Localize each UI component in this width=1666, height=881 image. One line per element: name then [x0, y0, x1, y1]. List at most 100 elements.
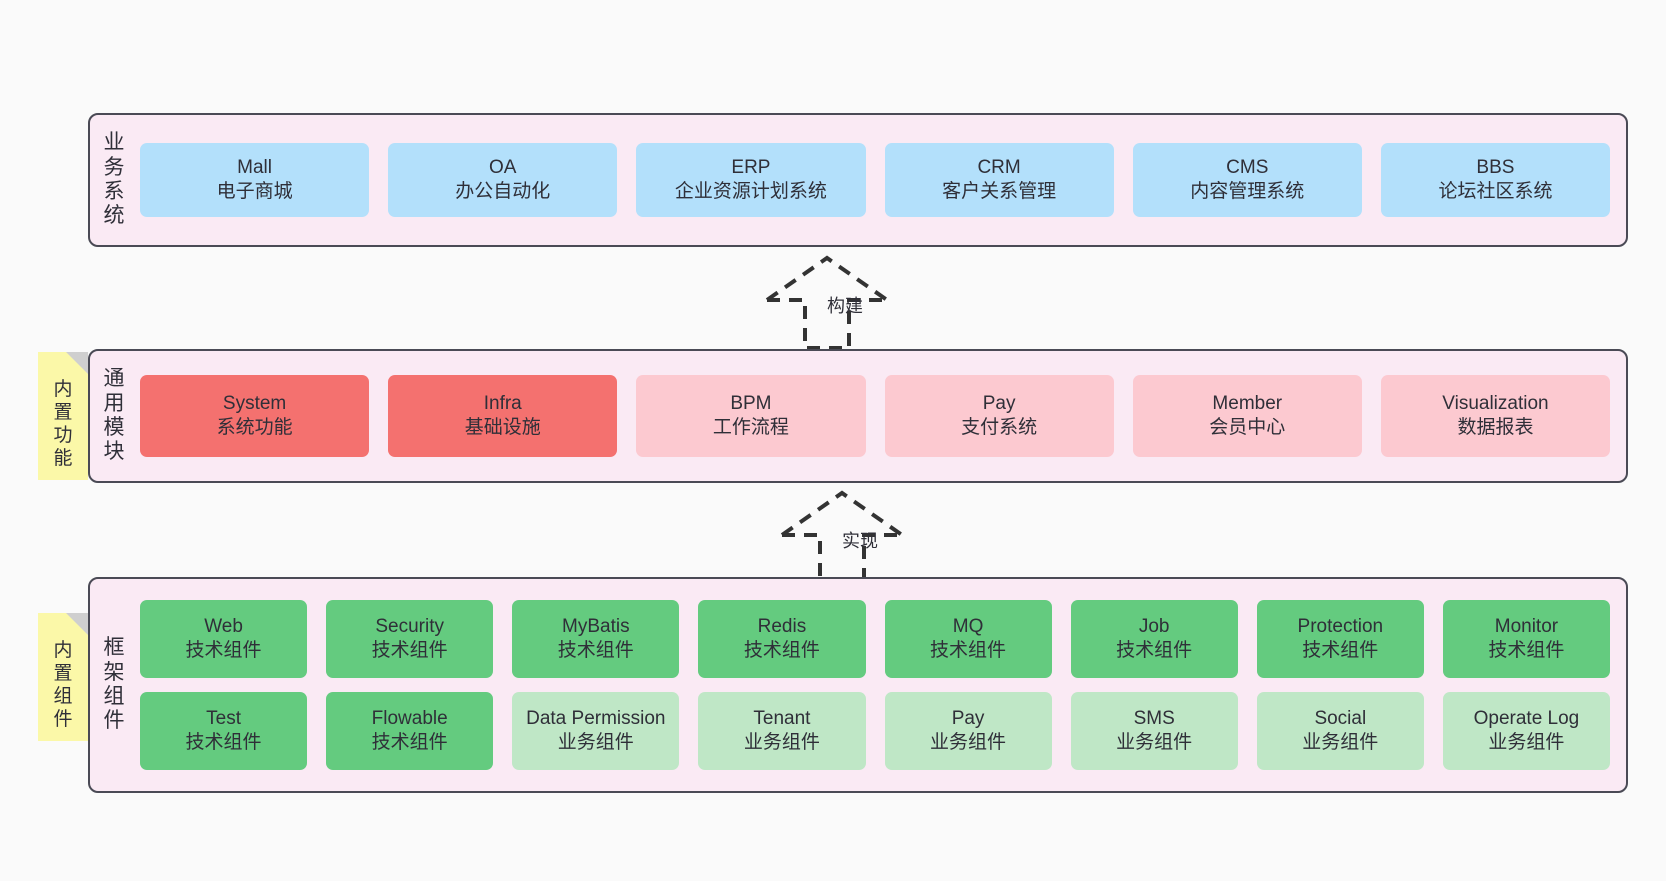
node-crm[interactable]: CRM 客户关系管理: [884, 143, 1114, 217]
node-oa[interactable]: OA 办公自动化: [388, 143, 618, 217]
layer-title-char: 模: [103, 416, 125, 439]
node-subtitle: 内容管理系统: [1190, 181, 1305, 202]
node-subtitle: 支付系统: [961, 417, 1038, 438]
node-infra[interactable]: Infra 基础设施: [388, 375, 618, 457]
sticky-note-builtin-component: 内 置 组 件: [38, 613, 88, 741]
sticky-note-char: 内: [53, 640, 73, 662]
node-title: MyBatis: [562, 615, 630, 637]
node-test[interactable]: Test 技术组件: [140, 692, 308, 770]
node-title: Redis: [757, 615, 807, 637]
node-subtitle: 系统功能: [216, 417, 293, 438]
node-cms[interactable]: CMS 内容管理系统: [1132, 143, 1362, 217]
node-protection[interactable]: Protection 技术组件: [1256, 600, 1424, 678]
node-subtitle: 业务组件: [930, 732, 1007, 753]
node-flowable[interactable]: Flowable 技术组件: [326, 692, 494, 770]
layer-body-framework-components: Web 技术组件 Security 技术组件 MyBatis 技术组件 Redi…: [132, 587, 1616, 783]
node-subtitle: 会员中心: [1209, 417, 1286, 438]
node-title: Security: [375, 615, 444, 637]
node-title: CRM: [977, 156, 1021, 178]
node-title: BBS: [1476, 156, 1515, 178]
node-social[interactable]: Social 业务组件: [1256, 692, 1424, 770]
node-subtitle: 技术组件: [185, 732, 262, 753]
sticky-note-builtin-function: 内 置 功 能: [38, 352, 88, 480]
node-title: Monitor: [1494, 615, 1559, 637]
node-tenant[interactable]: Tenant 业务组件: [698, 692, 866, 770]
node-title: Web: [204, 615, 243, 637]
layer-row: Web 技术组件 Security 技术组件 MyBatis 技术组件 Redi…: [140, 600, 1610, 678]
connector-label-implement: 实现: [842, 531, 878, 551]
node-subtitle: 业务组件: [1488, 732, 1565, 753]
sticky-note-char: 置: [53, 663, 73, 685]
layer-common-modules: 通 用 模 块 System 系统功能 Infra 基础设施 BPM 工作流程: [88, 349, 1628, 483]
sticky-note-char: 组: [53, 686, 73, 707]
node-title: Operate Log: [1473, 707, 1580, 729]
node-visualization[interactable]: Visualization 数据报表: [1380, 375, 1611, 457]
layer-title-common-modules: 通 用 模 块: [96, 359, 132, 473]
node-title: Test: [206, 707, 241, 729]
node-subtitle: 技术组件: [930, 640, 1007, 661]
node-subtitle: 工作流程: [712, 417, 789, 438]
node-redis[interactable]: Redis 技术组件: [698, 600, 866, 678]
sticky-note-char: 能: [53, 447, 73, 469]
layer-title-char: 组: [103, 685, 125, 708]
layer-title-char: 块: [103, 440, 125, 464]
layer-row: Test 技术组件 Flowable 技术组件 Data Permission …: [140, 692, 1610, 770]
node-member[interactable]: Member 会员中心: [1132, 375, 1362, 457]
layer-title-business-system: 业 务 系 统: [96, 123, 132, 237]
dashed-hollow-arrow-up-icon: [765, 255, 889, 350]
connector-build: 构建: [745, 252, 935, 350]
node-bpm[interactable]: BPM 工作流程: [636, 375, 866, 457]
node-subtitle: 基础设施: [464, 417, 541, 438]
node-subtitle: 业务组件: [1302, 732, 1379, 753]
layer-title-char: 业: [103, 131, 125, 155]
layer-business-system: 业 务 系 统 Mall 电子商城 OA 办公自动化 ERP 企业资源计划系统: [88, 113, 1628, 247]
node-subtitle: 业务组件: [557, 732, 634, 753]
node-web[interactable]: Web 技术组件: [140, 600, 308, 678]
node-title: BPM: [730, 392, 772, 414]
node-subtitle: 数据报表: [1457, 417, 1534, 438]
layer-title-char: 框: [103, 636, 125, 660]
node-subtitle: 技术组件: [557, 640, 634, 661]
node-data-permission[interactable]: Data Permission 业务组件: [512, 692, 680, 770]
node-mall[interactable]: Mall 电子商城: [140, 143, 370, 217]
layer-title-char: 件: [103, 709, 125, 733]
node-title: Mall: [237, 156, 272, 178]
node-monitor[interactable]: Monitor 技术组件: [1442, 600, 1610, 678]
node-erp[interactable]: ERP 企业资源计划系统: [636, 143, 866, 217]
layer-row: Mall 电子商城 OA 办公自动化 ERP 企业资源计划系统 CRM 客户关系…: [140, 143, 1611, 217]
layer-body-common-modules: System 系统功能 Infra 基础设施 BPM 工作流程 Pay 支付系统…: [132, 359, 1616, 473]
node-mybatis[interactable]: MyBatis 技术组件: [512, 600, 680, 678]
node-mq[interactable]: MQ 技术组件: [884, 600, 1052, 678]
node-title: Pay: [951, 707, 985, 729]
sticky-note-char: 件: [53, 708, 73, 730]
node-title: Tenant: [753, 707, 811, 729]
node-subtitle: 客户关系管理: [942, 181, 1057, 202]
node-title: Protection: [1297, 615, 1384, 637]
node-title: Data Permission: [526, 707, 666, 729]
connector-implement: 实现: [760, 487, 950, 585]
node-subtitle: 技术组件: [185, 640, 262, 661]
node-title: Member: [1212, 392, 1283, 414]
layer-title-char: 通: [103, 367, 125, 391]
node-operate-log[interactable]: Operate Log 业务组件: [1442, 692, 1610, 770]
node-subtitle: 技术组件: [1488, 640, 1565, 661]
node-pay-component[interactable]: Pay 业务组件: [884, 692, 1052, 770]
node-title: Pay: [982, 392, 1016, 414]
node-subtitle: 电子商城: [216, 181, 293, 202]
node-subtitle: 办公自动化: [455, 181, 551, 202]
node-pay[interactable]: Pay 支付系统: [884, 375, 1114, 457]
node-title: Flowable: [371, 707, 448, 729]
node-job[interactable]: Job 技术组件: [1070, 600, 1238, 678]
node-subtitle: 技术组件: [371, 732, 448, 753]
folded-corner-icon: [66, 352, 88, 374]
node-title: Job: [1138, 615, 1170, 637]
node-security[interactable]: Security 技术组件: [326, 600, 494, 678]
node-system[interactable]: System 系统功能: [140, 375, 370, 457]
sticky-note-char: 功: [53, 425, 73, 446]
node-subtitle: 企业资源计划系统: [674, 181, 827, 202]
sticky-note-char: 内: [53, 379, 73, 401]
sticky-note-char: 置: [53, 402, 73, 424]
node-sms[interactable]: SMS 业务组件: [1070, 692, 1238, 770]
node-bbs[interactable]: BBS 论坛社区系统: [1380, 143, 1611, 217]
